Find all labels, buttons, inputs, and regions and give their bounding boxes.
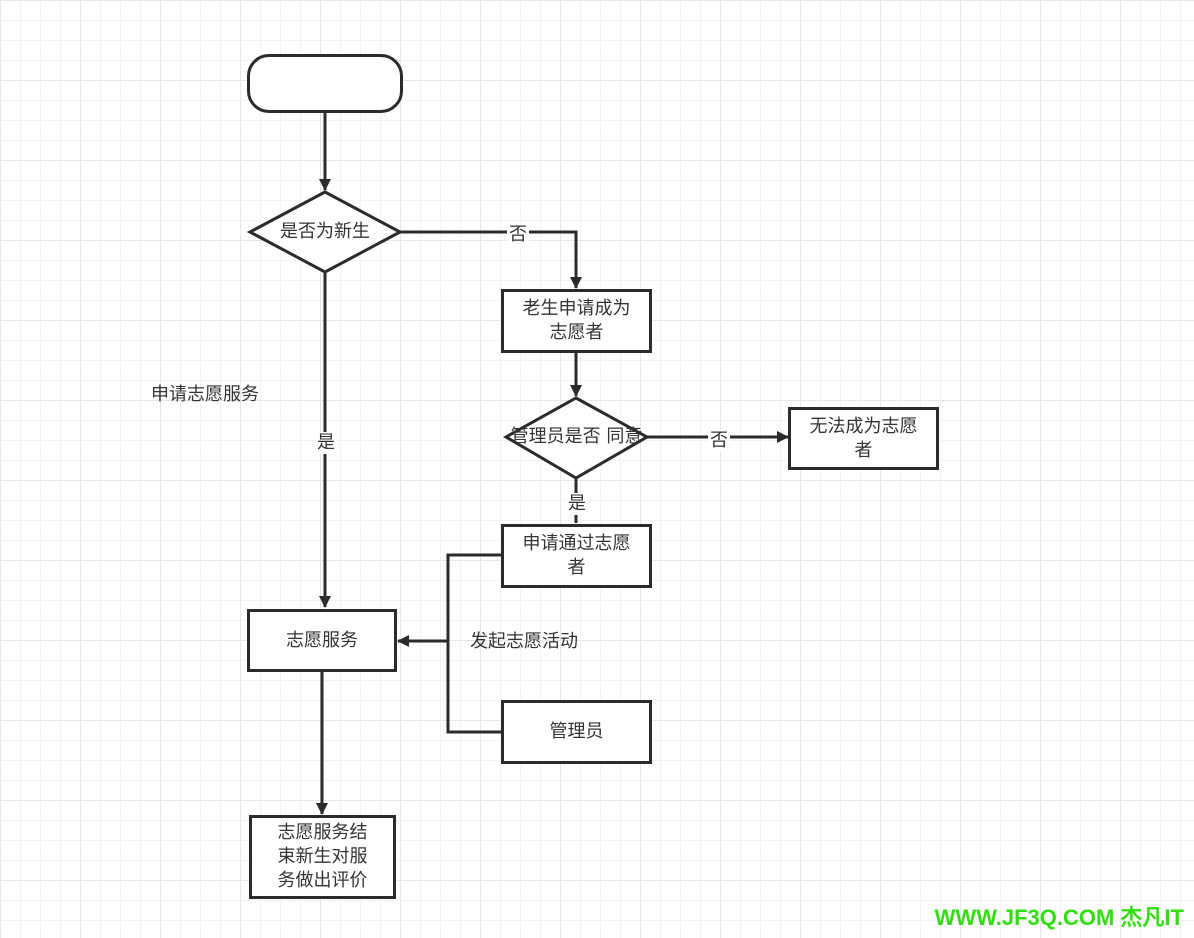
apply-passed-box[interactable]: 申请通过志愿 者 bbox=[501, 524, 652, 588]
service-end-label-line3: 务做出评价 bbox=[277, 870, 368, 891]
old-student-apply-label-line1: 老生申请成为 bbox=[522, 298, 631, 319]
service-end-label-line1: 志愿服务结 bbox=[277, 822, 368, 843]
admin-decision[interactable]: 管理员是否 同意 bbox=[506, 408, 647, 466]
service-end-label-line2: 束新生对服 bbox=[277, 846, 368, 867]
decision-new-student-label: 是否为新生 bbox=[280, 221, 370, 242]
cannot-become-label-line2: 者 bbox=[854, 439, 873, 461]
label-apply-volunteer-service: 申请志愿服务 bbox=[151, 384, 259, 405]
label-initiate-volunteer-activity: 发起志愿活动 bbox=[470, 631, 578, 652]
admin-decision-label-line2: 同意 bbox=[606, 426, 643, 447]
edge-label-yes-new-student: 是 bbox=[315, 432, 337, 454]
decision-new-student-shape bbox=[246, 190, 404, 274]
apply-passed-label-line1: 申请通过志愿 bbox=[522, 533, 631, 554]
apply-passed-label-line2: 者 bbox=[567, 557, 586, 578]
cannot-become-volunteer-box[interactable]: 无法成为志愿 者 bbox=[788, 407, 939, 470]
service-end-box[interactable]: 志愿服务结 束新生对服 务做出评价 bbox=[249, 815, 396, 899]
volunteer-service-box[interactable]: 志愿服务 bbox=[247, 609, 397, 672]
admin-label: 管理员 bbox=[549, 721, 604, 742]
volunteer-service-label: 志愿服务 bbox=[286, 629, 358, 651]
old-student-apply-label-line2: 志愿者 bbox=[549, 322, 604, 343]
old-student-apply-box[interactable]: 老生申请成为 志愿者 bbox=[501, 289, 652, 353]
cannot-become-label-line1: 无法成为志愿 bbox=[809, 415, 918, 437]
admin-decision-shape bbox=[502, 396, 651, 480]
admin-box[interactable]: 管理员 bbox=[501, 700, 652, 764]
edge-label-yes-admin: 是 bbox=[566, 493, 588, 515]
start-terminator[interactable] bbox=[247, 54, 403, 113]
decision-new-student[interactable]: 是否为新生 bbox=[250, 212, 400, 252]
connector-decision-no-to-old-student-apply bbox=[400, 230, 582, 289]
edge-label-no-admin: 否 bbox=[708, 430, 730, 452]
watermark-text: WWW.JF3Q.COM 杰凡IT bbox=[934, 905, 1184, 930]
admin-decision-label-line1: 管理员是否 bbox=[510, 426, 601, 447]
connector-bracket-to-volunteer-service bbox=[446, 553, 501, 734]
edge-label-no-new-student: 否 bbox=[507, 224, 529, 246]
